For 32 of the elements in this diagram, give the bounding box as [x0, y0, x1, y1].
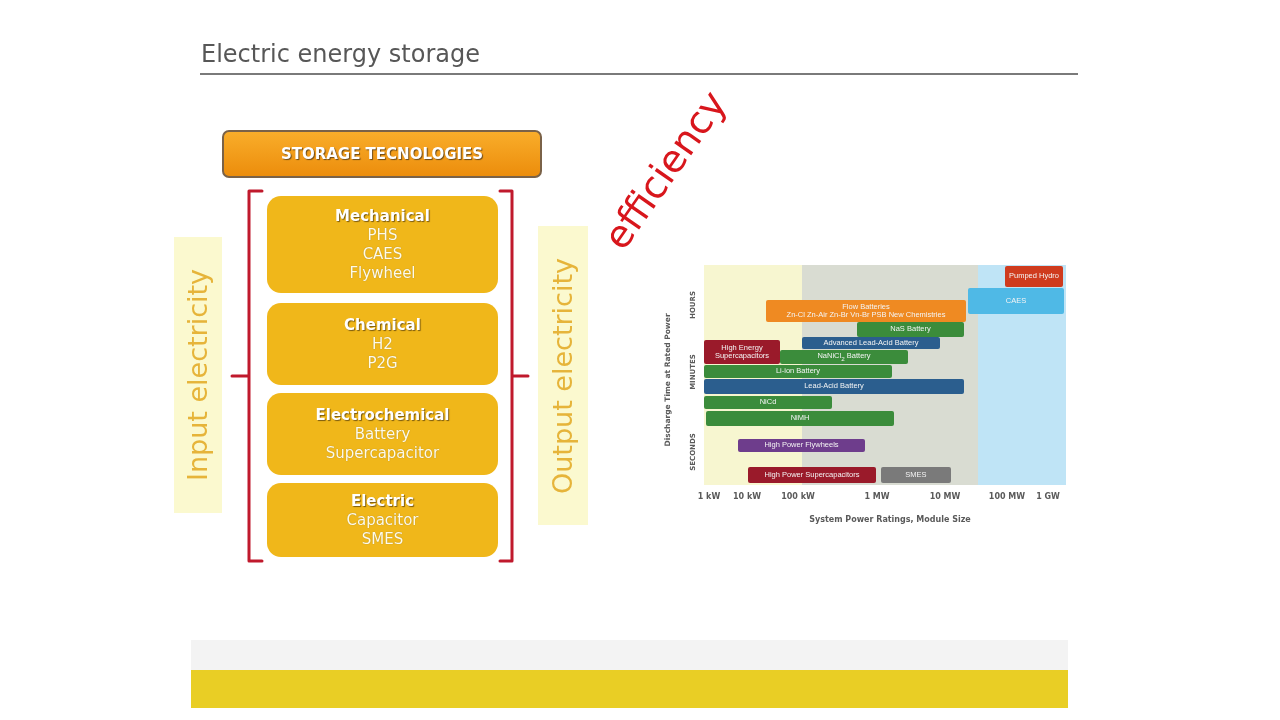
side-band: [538, 226, 588, 525]
side-band: [174, 237, 222, 513]
category-item: SMES: [361, 529, 404, 549]
category-item: PHS: [367, 225, 398, 245]
category-heading: Electrochemical: [315, 405, 450, 425]
slide-title: Electric energy storage: [201, 39, 480, 69]
category-item: Flywheel: [349, 263, 416, 283]
category-item: Battery: [354, 424, 411, 444]
tick-label: 100 MW: [988, 492, 1026, 502]
axis-title: System Power Ratings, Module Size: [809, 515, 971, 525]
category-heading: Chemical: [344, 315, 421, 335]
band-label: Output electricity: [547, 257, 579, 494]
category-heading: Mechanical: [335, 206, 430, 226]
tick-label: 1 GW: [1036, 492, 1060, 502]
tick-label: 100 kW: [781, 492, 815, 502]
category-heading: Electric: [350, 491, 415, 511]
category-box: [267, 393, 498, 475]
category-item: P2G: [367, 353, 398, 373]
tick-label: 1 kW: [697, 492, 721, 502]
category-box: [267, 303, 498, 385]
category-box: [267, 483, 498, 557]
category-item: CAES: [362, 244, 403, 264]
category-item: H2: [372, 334, 393, 354]
band-label: Input electricity: [182, 268, 214, 482]
tick-label: 10 MW: [929, 492, 961, 502]
tick-label: 1 MW: [864, 492, 890, 502]
category-box: [267, 196, 498, 293]
tick-label: 10 kW: [732, 492, 762, 502]
header-box: [222, 130, 542, 178]
category-item: Capacitor: [346, 510, 419, 530]
header-label: STORAGE TECNOLOGIES: [280, 145, 484, 163]
category-item: Supercapacitor: [325, 443, 440, 463]
